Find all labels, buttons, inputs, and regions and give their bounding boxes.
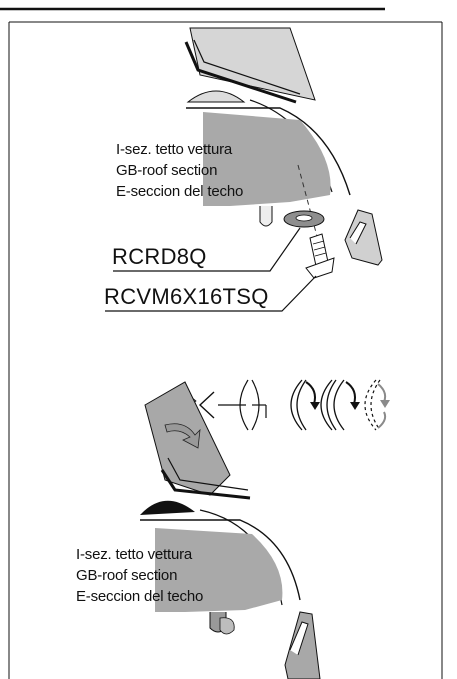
roof-rail: [184, 41, 297, 104]
mount-tab: [259, 206, 273, 227]
roof-section-caption-top: I-sez. tetto vettura GB-roof section E-s…: [116, 139, 243, 202]
roof-section-diagram-bottom: [140, 379, 390, 679]
washer-hole: [295, 214, 313, 222]
roof-rail-bottom-inner: [167, 457, 249, 491]
caption-line-italian: I-sez. tetto vettura: [116, 141, 233, 158]
caption-line-italian: I-sez. tetto vettura: [76, 546, 193, 563]
mount-knob: [219, 617, 235, 635]
roof-panel-upper: [189, 27, 316, 101]
side-bracket-lip: [349, 221, 367, 245]
leader-screw: [105, 275, 317, 312]
washer-part-code: RCRD8Q: [112, 244, 207, 269]
screw-part-code: RCVM6X16TSQ: [104, 284, 269, 309]
roof-outline-bottom: [140, 519, 301, 601]
roof-rail-bottom: [160, 469, 251, 500]
caption-line-english: GB-roof section: [76, 567, 178, 584]
dashed-axis: [297, 164, 319, 241]
roof-section-shape-bottom: [155, 528, 283, 612]
roof-outline: [186, 107, 351, 196]
side-bracket-bottom-lip: [289, 621, 309, 656]
screw-icon: [305, 233, 335, 279]
caption-line-spanish: E-seccion del techo: [76, 588, 204, 605]
hex-key-icon: [198, 379, 267, 431]
side-bracket: [344, 209, 383, 266]
rotation-arrow-icon: [290, 379, 390, 431]
roof-rail-inner: [193, 39, 301, 95]
roof-seal-dome-bottom: [140, 500, 195, 515]
leader-washer: [113, 227, 301, 272]
caption-line-english: GB-roof section: [116, 162, 218, 179]
roof-section-caption-bottom: I-sez. tetto vettura GB-roof section E-s…: [76, 544, 203, 607]
roof-section-shape: [203, 112, 331, 206]
caption-line-spanish: E-seccion del techo: [116, 183, 244, 200]
bend-arrow: [164, 423, 201, 449]
roof-seal-dome: [186, 90, 246, 103]
roof-section-diagram-top: [105, 27, 383, 312]
side-bracket-bottom: [284, 611, 321, 679]
